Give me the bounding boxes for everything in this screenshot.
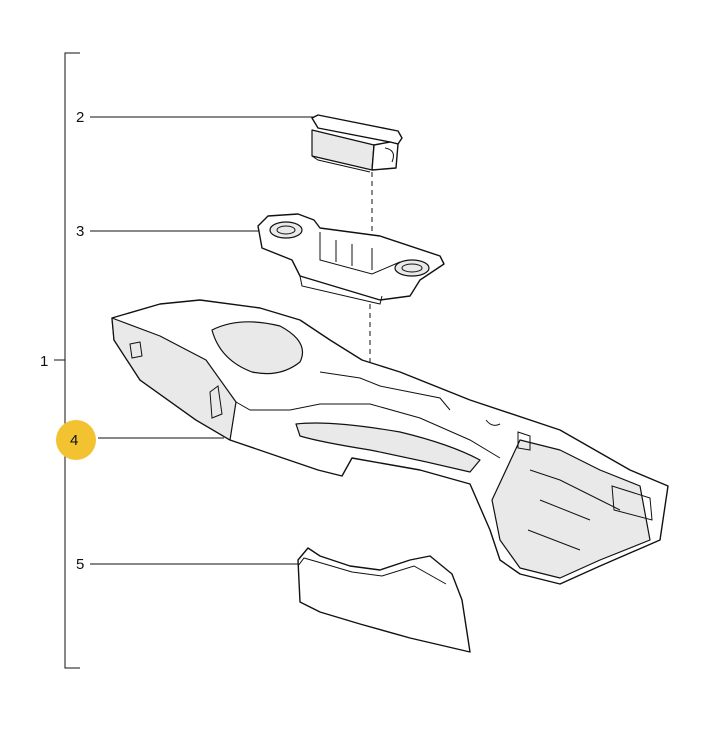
leader-lines (90, 116, 316, 565)
part-5-side-panel[interactable] (297, 547, 471, 653)
part-3-cupholder-insert[interactable] (257, 213, 445, 305)
callout-3[interactable]: 3 (76, 223, 84, 240)
part-2-storage-lid[interactable] (311, 114, 403, 173)
part-4-center-console[interactable] (111, 299, 669, 585)
callout-4[interactable]: 4 (70, 432, 78, 449)
callout-2[interactable]: 2 (76, 109, 84, 126)
callout-1[interactable]: 1 (40, 353, 48, 370)
assembly-bracket (54, 52, 80, 669)
callout-4-highlight (56, 420, 96, 460)
callout-5[interactable]: 5 (76, 556, 84, 573)
